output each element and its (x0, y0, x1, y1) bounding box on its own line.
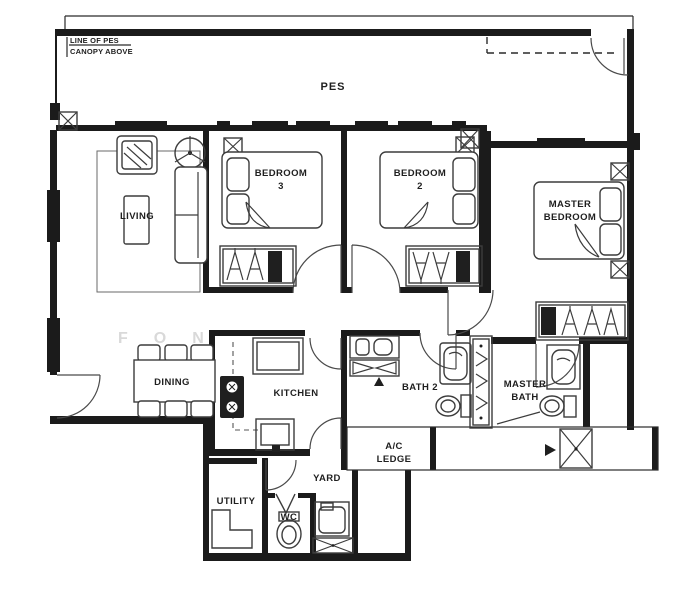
canopy-dashed-line (486, 37, 618, 54)
ac-unit-dot (574, 447, 578, 451)
chair (164, 344, 188, 362)
room-label-dining: DINING (154, 377, 190, 388)
wardrobe-icon (535, 301, 629, 341)
shower-drain-icon (374, 377, 384, 386)
shower-fold-line (496, 411, 541, 425)
blanket-fold (245, 201, 271, 229)
yard-fixtures (211, 501, 354, 554)
bedroom2-furniture (379, 136, 483, 287)
bedside-table-icon (610, 162, 630, 181)
stove-icon (220, 376, 244, 418)
room-label-bedroom2-line2: 2 (417, 181, 423, 192)
pillow (226, 157, 250, 192)
room-label-utility: UTILITY (217, 496, 256, 507)
room-label-bedroom3-line2: 3 (278, 181, 284, 192)
dining-furniture (133, 344, 216, 418)
chair (164, 400, 188, 418)
canopy-note-line2: CANOPY ABOVE (70, 47, 133, 56)
room-label-master-bedroom-line1: MASTER (549, 199, 592, 210)
bedroom3-door-arc (292, 244, 342, 294)
wc-toilet-icon (276, 511, 302, 549)
doors (56, 37, 629, 515)
room-label-yard: YARD (313, 473, 341, 484)
room-label-bedroom3-line1: BEDROOM (255, 168, 307, 179)
room-label-wc: WC (281, 512, 298, 523)
washing-machine-icon (314, 501, 350, 537)
wc-bifold-door-icon (275, 493, 296, 515)
living-door-arc (56, 374, 101, 419)
master-bath-door-arc (535, 343, 580, 388)
ledge-border (346, 426, 659, 471)
bathtub-icon (439, 342, 472, 385)
pillow (599, 187, 622, 222)
living-furniture (96, 135, 208, 293)
sink-icon (255, 418, 295, 452)
bedroom3-furniture (219, 137, 323, 287)
canopy-note-line1: LINE OF PES (70, 36, 119, 45)
armchair-icon (116, 135, 158, 175)
room-label-ac-ledge-line1: A/C (385, 441, 403, 452)
chair (190, 400, 214, 418)
arrow-icon (545, 444, 556, 456)
master-bedroom-door-arc (447, 289, 494, 336)
column-icon (58, 111, 78, 131)
sofa-icon (174, 166, 208, 264)
walls (47, 29, 658, 561)
counter-dashed-line (232, 342, 258, 431)
kitchen-door-arc (309, 337, 342, 370)
chair (190, 344, 214, 362)
room-label-pes: PES (320, 81, 345, 93)
fridge-icon (252, 337, 304, 375)
bedroom2-door-arc (351, 244, 401, 294)
pillow (452, 157, 476, 192)
kitchen-fixtures (220, 337, 304, 452)
shower-screen-icon (349, 359, 400, 377)
room-label-kitchen: KITCHEN (273, 388, 318, 399)
pillow (226, 193, 250, 225)
room-label-bath2: BATH 2 (402, 382, 438, 393)
bath2-fixtures (349, 335, 493, 429)
bedside-table-icon (610, 260, 630, 279)
dining-table (133, 359, 216, 403)
wardrobe-icon (405, 245, 483, 287)
ac-ledge-outline (346, 426, 659, 471)
room-label-bedroom2-line1: BEDROOM (394, 168, 446, 179)
room-label-living: LIVING (120, 211, 154, 222)
vanity-sink-icon (546, 344, 581, 390)
wall-path (47, 29, 658, 561)
toilet-icon (539, 395, 577, 418)
ac-unit-icon (559, 428, 593, 469)
vanity-sink-icon (349, 335, 400, 359)
canopy-line (64, 15, 634, 57)
room-label-master-bath-line1: MASTER (504, 379, 547, 390)
pillow (599, 223, 622, 256)
room-label-master-bedroom-line2: BEDROOM (544, 212, 596, 223)
room-labels: FON LINE OF PES CANOPY ABOVE PES LIVING … (70, 36, 596, 523)
bath2-door-arc (419, 332, 457, 370)
room-label-master-bath-line2: BATH (511, 392, 538, 403)
pes-canopy-outline (64, 15, 634, 57)
toilet-icon (435, 394, 472, 418)
chair (137, 344, 161, 362)
entrance-door-arc (590, 37, 629, 76)
blanket-fold (403, 201, 429, 229)
pillow (452, 193, 476, 225)
master-bath-fixtures (496, 344, 581, 425)
utility-shelf (211, 509, 253, 549)
room-label-ac-ledge-line2: LEDGE (377, 454, 412, 465)
master-bedroom-furniture (533, 162, 630, 341)
kitchen-yard-door-arc (309, 417, 342, 450)
blanket-fold (574, 223, 600, 258)
drying-rack-icon (312, 537, 354, 554)
column-icon (460, 128, 480, 149)
chair (137, 400, 161, 418)
yard-passage-door-arc (265, 459, 297, 491)
coffee-table (123, 195, 150, 245)
wardrobe-icon (219, 245, 297, 287)
linen-cabinet-icon (469, 335, 493, 429)
watermark-text: FON (118, 330, 230, 347)
